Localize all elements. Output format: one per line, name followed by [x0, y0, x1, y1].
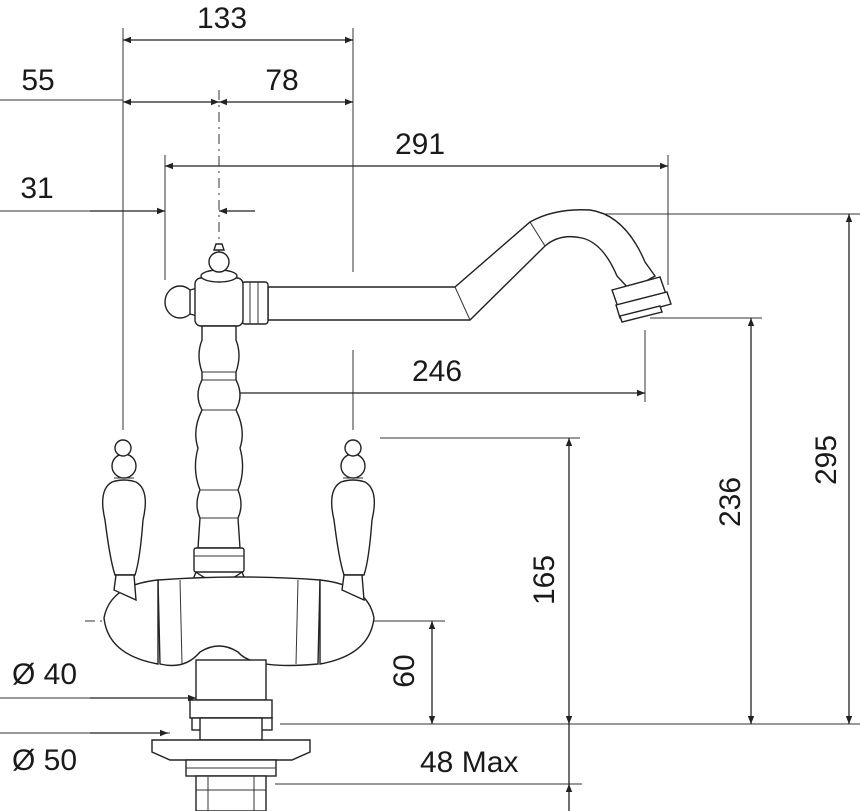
mounting-flange — [151, 739, 311, 761]
dim-left-offset: 55 — [21, 64, 54, 97]
dim-overall-width: 133 — [197, 2, 247, 35]
dim-right-offset: 78 — [265, 64, 298, 97]
base-shank — [195, 659, 267, 701]
finial — [208, 251, 230, 273]
faucet — [102, 209, 672, 811]
dimension-labels: 133 55 78 291 31 246 165 236 295 60 Ø 40… — [12, 2, 843, 779]
dim-outlet-height: 236 — [714, 477, 747, 527]
dim-total-height: 295 — [810, 435, 843, 485]
spout — [267, 209, 657, 321]
left-handle — [102, 439, 146, 602]
dim-shank-diameter: Ø 40 — [12, 658, 77, 691]
dimension-lines — [90, 36, 853, 811]
dim-max-thickness: 48 Max — [420, 746, 518, 779]
spout-collar — [241, 281, 269, 325]
dim-body-height: 60 — [388, 654, 421, 687]
right-handle — [331, 439, 375, 602]
mixer-body — [157, 576, 321, 667]
dim-flange-diameter: Ø 50 — [12, 744, 77, 777]
column — [194, 325, 244, 549]
dim-spout-reach: 291 — [395, 128, 445, 161]
dim-spout-offset: 31 — [20, 172, 53, 205]
dim-handle-height: 165 — [528, 555, 561, 605]
dim-spout-outlet-reach: 246 — [412, 355, 462, 388]
